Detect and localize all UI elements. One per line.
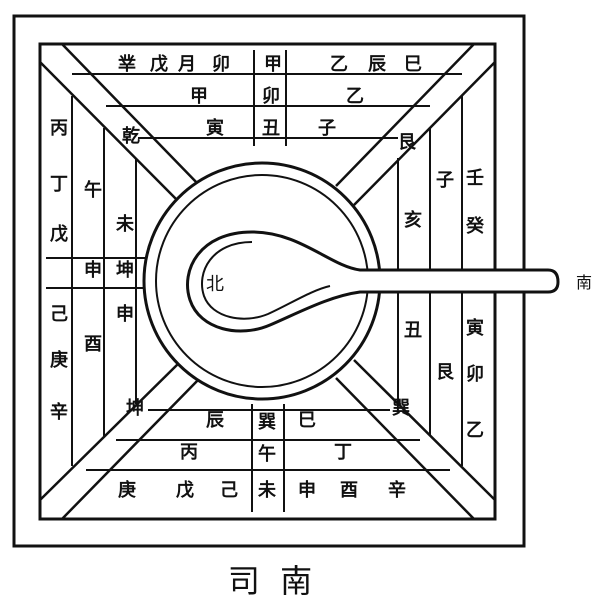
svg-text:艮: 艮 [398, 132, 417, 153]
svg-text:癸: 癸 [465, 215, 485, 237]
svg-text:壬: 壬 [466, 168, 484, 189]
svg-text:戊: 戊 [50, 224, 68, 245]
diagonal-bands [39, 43, 496, 520]
svg-text:丙: 丙 [50, 118, 68, 139]
bottom-sections [86, 404, 450, 512]
svg-text:巳: 巳 [298, 410, 316, 431]
svg-text:丙: 丙 [180, 442, 198, 463]
svg-text:辰: 辰 [368, 54, 386, 75]
svg-text:丑: 丑 [262, 118, 280, 139]
svg-text:酉: 酉 [340, 480, 358, 501]
svg-text:巳: 巳 [404, 54, 422, 75]
svg-text:甲: 甲 [190, 86, 208, 107]
svg-text:巽: 巽 [392, 398, 410, 419]
svg-text:月: 月 [177, 54, 196, 75]
svg-text:卯: 卯 [466, 364, 484, 385]
svg-text:乙: 乙 [346, 86, 364, 107]
svg-text:坤: 坤 [126, 397, 144, 419]
svg-text:丁: 丁 [50, 174, 68, 195]
svg-text:申: 申 [84, 259, 102, 281]
svg-text:辛: 辛 [50, 401, 68, 423]
caption: 司 南 [228, 562, 312, 600]
svg-text:申: 申 [116, 303, 134, 325]
svg-text:艮: 艮 [436, 362, 455, 383]
svg-text:辰: 辰 [206, 410, 224, 431]
svg-text:子: 子 [436, 170, 454, 191]
svg-text:酉: 酉 [84, 334, 102, 355]
svg-text:丵: 丵 [118, 53, 136, 75]
svg-text:卯: 卯 [212, 54, 230, 75]
spoon [186, 230, 560, 333]
svg-text:坤: 坤 [116, 259, 134, 281]
spoon-bowl-inner [201, 241, 331, 320]
center-label: 北 [206, 274, 224, 295]
svg-text:未: 未 [258, 480, 277, 501]
svg-text:戊: 戊 [176, 480, 194, 501]
svg-text:寅: 寅 [466, 317, 484, 339]
svg-text:巽: 巽 [258, 412, 276, 433]
svg-text:庚: 庚 [50, 349, 68, 371]
svg-text:乾: 乾 [122, 125, 140, 147]
svg-text:戊: 戊 [150, 54, 168, 75]
svg-text:丑: 丑 [404, 320, 422, 341]
svg-text:乙: 乙 [330, 54, 348, 75]
south-direction-label: 南 [576, 273, 592, 292]
svg-text:乙: 乙 [466, 420, 484, 441]
svg-text:庚: 庚 [118, 479, 136, 501]
svg-text:子: 子 [318, 118, 336, 139]
top-sections [72, 50, 462, 146]
svg-text:辛: 辛 [388, 479, 406, 501]
left-sections [46, 96, 150, 466]
svg-text:亥: 亥 [404, 209, 422, 231]
svg-text:寅: 寅 [206, 117, 224, 139]
seal-glyphs: 丵戊月 卯甲乙 辰巳 甲卯乙 寅丑子 丙丁戊 己庚辛 午申酉 未坤申 壬癸寅 卯… [50, 53, 485, 501]
svg-text:己: 己 [220, 480, 238, 501]
svg-text:卯: 卯 [262, 86, 280, 107]
svg-text:申: 申 [298, 479, 316, 501]
svg-text:己: 己 [50, 304, 68, 325]
svg-text:午: 午 [258, 443, 276, 465]
svg-text:丁: 丁 [334, 442, 352, 463]
svg-text:未: 未 [116, 214, 135, 235]
svg-text:甲: 甲 [264, 54, 282, 75]
svg-text:午: 午 [84, 179, 102, 201]
